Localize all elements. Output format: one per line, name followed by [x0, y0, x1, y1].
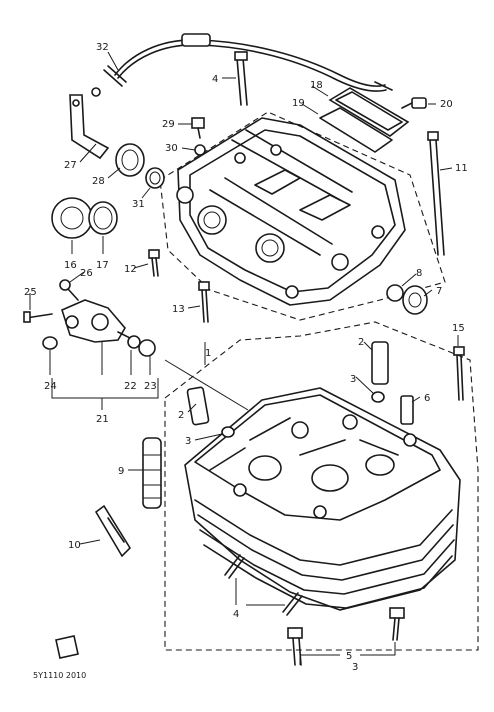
washer-part-30 — [194, 144, 206, 156]
cable-part-32 — [91, 33, 393, 97]
diagram-code: 5Y1110 2010 — [33, 671, 86, 680]
o-ring-part-8 — [386, 284, 404, 302]
dowel-part-6 — [400, 395, 414, 425]
o-ring-part-22 — [127, 335, 141, 349]
label-16: 16 — [64, 260, 77, 271]
label-11: 11 — [455, 163, 468, 174]
label-28: 28 — [92, 176, 105, 187]
label-19: 19 — [292, 98, 305, 109]
label-4-lower: 4 — [233, 609, 239, 620]
label-4-top: 4 — [212, 74, 218, 85]
label-21: 21 — [96, 414, 109, 425]
screw-part-25 — [23, 311, 53, 323]
gasket-part-9 — [142, 437, 162, 509]
label-27: 27 — [64, 160, 77, 171]
label-2-right: 2 — [358, 337, 364, 348]
label-10: 10 — [68, 540, 81, 551]
bolt-part-13 — [198, 281, 210, 323]
bolt-part-12 — [148, 249, 160, 277]
cylinder-head-cover-upper — [176, 117, 406, 306]
washer-part-24 — [42, 336, 58, 350]
cam-cover-parts-18-19 — [319, 87, 410, 153]
stud-part-15 — [453, 346, 465, 401]
bolt-part-5-right — [389, 607, 405, 641]
valve-guide-part-2-left — [186, 386, 210, 426]
label-5: 5 — [346, 651, 352, 662]
bolt-part-4-lower-right — [282, 592, 303, 616]
bolt-part-20 — [401, 97, 427, 109]
valve-seal-part-3-right — [371, 391, 385, 403]
label-8: 8 — [416, 268, 422, 279]
part-clip-bottom-left — [55, 635, 79, 659]
valve-guide-part-2-right — [371, 341, 389, 385]
seal-part-31 — [145, 167, 165, 189]
bracket-part-27 — [69, 94, 110, 160]
label-3-left: 3 — [185, 436, 191, 447]
label-26: 26 — [80, 268, 93, 279]
spark-plug-part-10 — [94, 504, 132, 558]
leader-lines — [29, 51, 459, 665]
label-29: 29 — [162, 119, 175, 130]
label-20: 20 — [440, 99, 453, 110]
label-23: 23 — [144, 381, 157, 392]
label-3-lower: 3 — [352, 662, 358, 673]
bolt-part-4-lower-left — [224, 554, 245, 579]
group-bracket-21 — [51, 378, 159, 410]
valve-seal-part-3-left — [221, 426, 235, 438]
label-6: 6 — [424, 393, 430, 404]
bolt-part-26 — [59, 279, 79, 301]
label-32: 32 — [96, 42, 109, 53]
o-ring-part-17 — [88, 201, 118, 235]
nut-part-28 — [115, 143, 145, 177]
housing-part-21 — [61, 299, 139, 343]
label-25: 25 — [24, 287, 37, 298]
label-7: 7 — [436, 286, 442, 297]
cylinder-head-lower — [184, 387, 461, 611]
label-24: 24 — [44, 381, 57, 392]
label-9: 9 — [118, 466, 124, 477]
label-18: 18 — [310, 80, 323, 91]
part-labels: 32 4 18 19 20 11 29 30 27 28 31 16 17 12… — [24, 42, 468, 673]
bolt-part-29 — [191, 117, 205, 139]
label-1: 1 — [205, 348, 211, 359]
label-30: 30 — [165, 143, 178, 154]
label-13: 13 — [172, 304, 185, 315]
upper-cover-dashed-outline — [159, 111, 446, 321]
label-12: 12 — [124, 264, 137, 275]
label-17: 17 — [96, 260, 109, 271]
seal-part-23 — [138, 339, 156, 357]
label-15: 15 — [452, 323, 465, 334]
lower-head-dashed-outline — [164, 321, 479, 651]
label-22: 22 — [124, 381, 137, 392]
label-2-left: 2 — [178, 410, 184, 421]
plug-part-7 — [402, 285, 428, 315]
label-3-right: 3 — [350, 374, 356, 385]
bolt-part-4-top — [234, 51, 248, 106]
bolt-part-5-left — [287, 627, 303, 666]
label-31: 31 — [132, 199, 145, 210]
cap-part-16 — [51, 197, 93, 239]
stud-part-11 — [427, 131, 445, 256]
